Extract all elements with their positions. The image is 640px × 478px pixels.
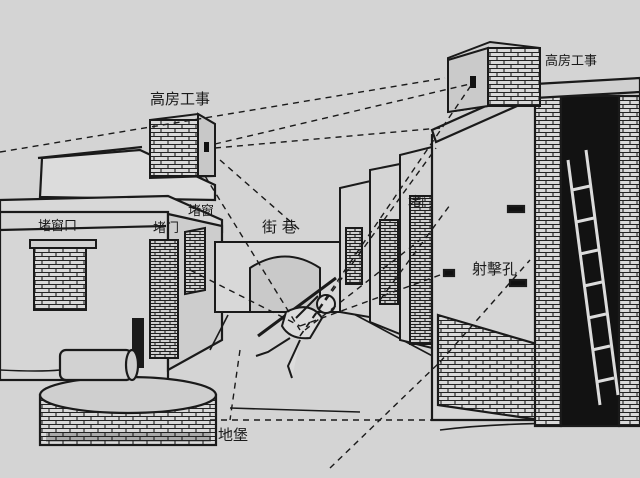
label-blocked-window-left: 堵窗口 [38,219,78,234]
label-blocked-door-right: 堵门 [408,195,435,210]
right-rooftop-fortification [447,40,541,114]
label-high-fort-right: 高房工事 [545,54,598,69]
label-high-fort-left: 高房工事 [150,90,211,108]
label-blocked-door-left: 堵门 [153,221,180,236]
label-blocked-window-side: 堵窗 [188,204,215,219]
ladder [566,149,620,406]
right-main-building [430,76,640,428]
fire-lines [0,77,531,469]
label-street: 街 巷 [262,218,297,236]
ground-lines [0,311,640,431]
bunker [38,348,218,447]
soldier-figure [255,276,337,379]
left-rooftop-fortification [149,112,216,180]
right-middle-buildings [339,143,441,352]
side-bricked-window [184,226,206,296]
label-firing-hole: 射擊孔 [472,260,518,278]
label-bunker: 地堡 [218,426,249,444]
left-bricked-window [29,239,97,311]
